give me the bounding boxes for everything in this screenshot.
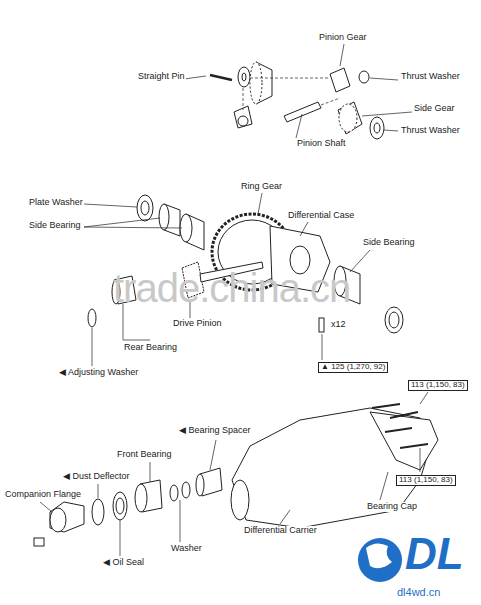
nut bbox=[34, 538, 44, 546]
thrust-washer bbox=[238, 67, 250, 87]
part-label: Side Gear bbox=[413, 104, 456, 114]
part-label: Thrust Washer bbox=[400, 72, 461, 82]
plate-washer bbox=[137, 195, 153, 221]
part-label: Plate Washer bbox=[28, 198, 84, 208]
washer bbox=[182, 482, 190, 498]
watermark: trade.china.cn bbox=[112, 266, 351, 310]
part-label: Washer bbox=[170, 544, 203, 554]
thrust-washer bbox=[370, 117, 384, 139]
part-label: Front Bearing bbox=[116, 450, 173, 460]
pinion-gear bbox=[330, 68, 350, 92]
plate-washer bbox=[385, 307, 403, 333]
pinion-shaft bbox=[284, 102, 321, 122]
part-label: Thrust Washer bbox=[400, 126, 461, 136]
part-label: Side Bearing bbox=[362, 238, 416, 248]
washer bbox=[170, 485, 178, 501]
part-label: ◀ Bearing Spacer bbox=[178, 426, 252, 436]
part-label: Bearing Cap bbox=[366, 502, 418, 512]
quantity-label: x12 bbox=[330, 320, 347, 330]
companion-flange bbox=[50, 502, 84, 532]
part-label: Straight Pin bbox=[137, 72, 186, 82]
part-label: Ring Gear bbox=[240, 182, 283, 192]
part-label: Drive Pinion bbox=[172, 319, 223, 329]
logo-globe bbox=[358, 538, 402, 582]
part-label: Side Bearing bbox=[28, 221, 82, 231]
part-label: ◀ Oil Seal bbox=[102, 558, 145, 568]
part-label: Pinion Gear bbox=[318, 33, 368, 43]
side-gear bbox=[338, 102, 362, 134]
torque-spec: 113 (1,150, 83) bbox=[408, 380, 468, 391]
oil-seal bbox=[113, 492, 127, 520]
part-label: Rear Bearing bbox=[123, 343, 178, 353]
adjusting-washer bbox=[88, 309, 96, 327]
part-label: Differential Carrier bbox=[243, 526, 318, 536]
torque-spec: 113 (1,150, 83) bbox=[396, 475, 456, 486]
website: dl4wd.cn bbox=[396, 586, 441, 598]
torque-spec: ▲ 125 (1,270, 92) bbox=[318, 362, 388, 373]
part-label: ◀ Adjusting Washer bbox=[58, 368, 139, 378]
straight-pin bbox=[210, 75, 232, 80]
part-label: Differential Case bbox=[287, 211, 355, 221]
bearing-cap bbox=[370, 412, 438, 470]
bolt bbox=[319, 318, 324, 332]
dust-deflector bbox=[92, 499, 104, 525]
part-label: Companion Flange bbox=[4, 490, 82, 500]
logo-text: DL bbox=[404, 530, 465, 578]
thrust-washer bbox=[359, 71, 369, 83]
part-label: ◀ Dust Deflector bbox=[62, 472, 131, 482]
part-label: Pinion Shaft bbox=[296, 139, 347, 149]
